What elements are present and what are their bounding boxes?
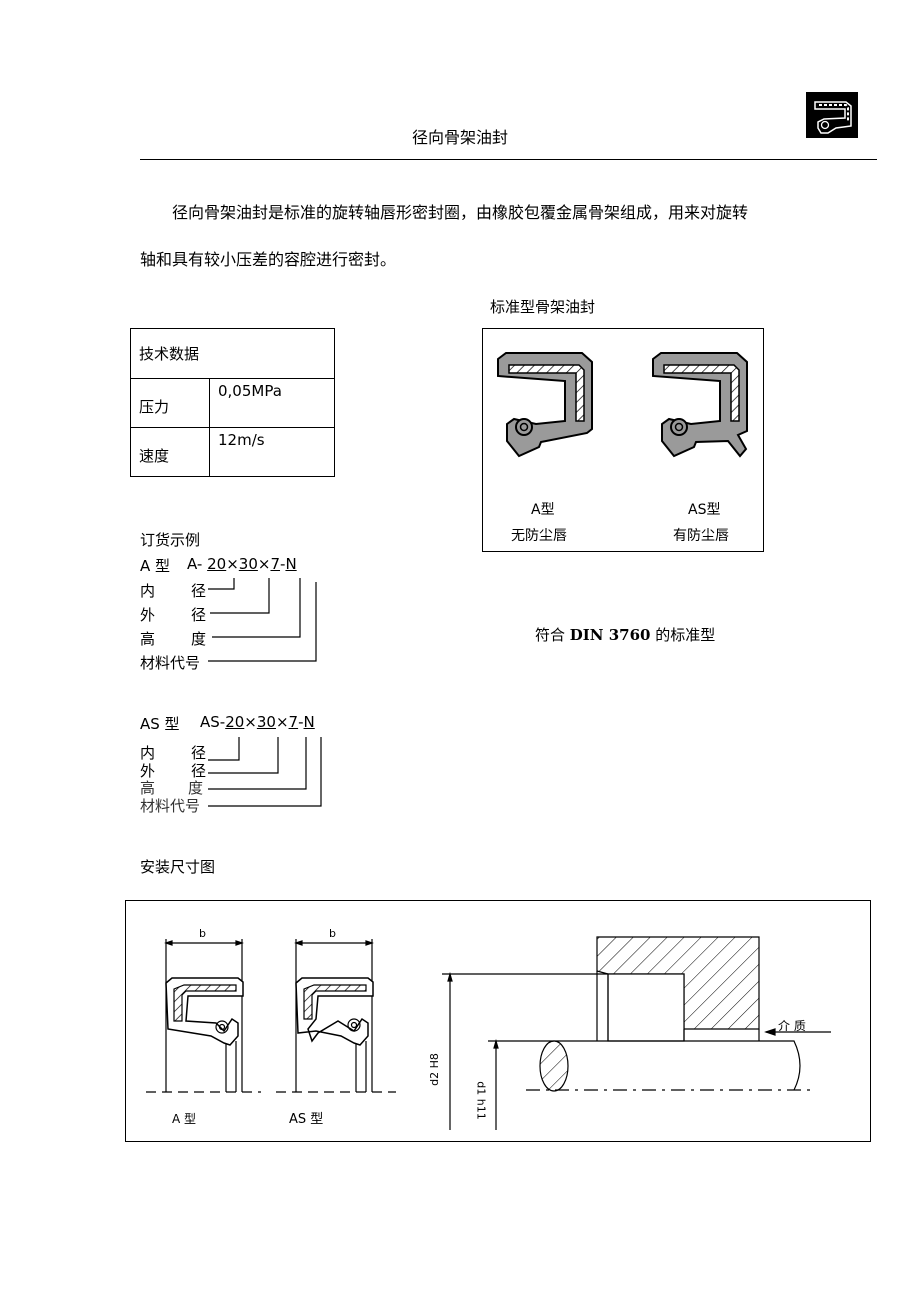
label-material-code: 材料代号 xyxy=(140,797,201,815)
dim-d1-label: d1 h11 xyxy=(474,1081,488,1120)
page-title: 径向骨架油封 xyxy=(411,128,508,147)
seal-a-desc: 无防尘唇 xyxy=(511,528,567,544)
order-as-code: AS-20×30×7-N xyxy=(200,713,315,731)
install-seal-a xyxy=(146,939,261,1093)
code-dash: - xyxy=(280,555,286,573)
code-times: × xyxy=(226,555,239,573)
label-outer: 外 xyxy=(140,762,156,780)
order-as-type: AS 型 xyxy=(140,715,180,733)
seal-as-type-label: AS型 xyxy=(688,502,721,518)
label-high: 高 xyxy=(140,630,156,648)
order-a-code: A- 20×30×7-N xyxy=(187,555,297,573)
install-seal-as xyxy=(276,939,396,1093)
label-diameter: 径 xyxy=(191,606,207,624)
install-dimension-figure: b b A 型 AS 型 d2 H8 d1 h11 介 质 xyxy=(125,900,871,1142)
label-diameter: 径 xyxy=(191,762,207,780)
label-diameter: 径 xyxy=(191,582,207,600)
code-outer-diameter: 30 xyxy=(256,713,276,731)
seal-as-drawing xyxy=(652,352,748,458)
intro-line-2: 轴和具有较小压差的容腔进行密封。 xyxy=(140,250,397,269)
order-leader-lines xyxy=(208,578,322,807)
din-caption: 符合 DIN 3760 的标准型 xyxy=(535,624,715,645)
code-material: N xyxy=(285,555,297,573)
code-times: × xyxy=(257,555,271,573)
tech-data-table: 技术数据 压力 0,05MPa 速度 12m/s xyxy=(130,328,335,477)
code-prefix: AS- xyxy=(200,713,226,731)
code-inner-diameter: 20 xyxy=(207,555,227,573)
header-divider xyxy=(140,159,877,160)
install-label-as: AS 型 xyxy=(289,1112,324,1127)
code-inner-diameter: 20 xyxy=(225,713,245,731)
code-times: × xyxy=(244,713,257,731)
seal-a-type-label: A型 xyxy=(531,502,555,518)
caption-text: 符合 xyxy=(535,626,570,644)
order-a-type: A 型 xyxy=(140,557,171,575)
code-times: × xyxy=(275,713,289,731)
label-outer: 外 xyxy=(140,606,156,624)
dim-b-as: b xyxy=(329,927,336,940)
code-dash: - xyxy=(298,713,304,731)
medium-label: 介 质 xyxy=(778,1019,806,1033)
dim-b-a: b xyxy=(199,927,206,940)
code-material: N xyxy=(303,713,315,731)
label-degree: 度 xyxy=(188,779,204,797)
label-inner: 内 xyxy=(140,744,156,762)
install-label-a: A 型 xyxy=(172,1112,197,1126)
caption-standard: DIN 3760 xyxy=(569,626,651,644)
code-height: 7 xyxy=(270,555,281,573)
label-diameter: 径 xyxy=(191,744,207,762)
table-row: 速度 12m/s xyxy=(130,427,335,477)
oil-seal-logo-icon xyxy=(806,92,858,138)
label-degree: 度 xyxy=(191,630,207,648)
label-material-code: 材料代号 xyxy=(140,654,201,672)
seal-a-drawing xyxy=(497,352,593,458)
label-inner: 内 xyxy=(140,582,156,600)
code-height: 7 xyxy=(288,713,299,731)
caption-text: 的标准型 xyxy=(650,626,716,644)
code-outer-diameter: 30 xyxy=(238,555,258,573)
install-housing-shaft xyxy=(442,936,831,1130)
seal-as-desc: 有防尘唇 xyxy=(673,528,729,544)
code-prefix: A- xyxy=(187,555,208,573)
speed-value: 12m/s xyxy=(209,427,335,477)
standard-figure-title: 标准型骨架油封 xyxy=(490,298,596,316)
intro-line-1: 径向骨架油封是标准的旋转轴唇形密封圈，由橡胶包覆金属骨架组成，用来对旋转 xyxy=(172,203,749,222)
order-example-title: 订货示例 xyxy=(140,531,201,549)
standard-seal-figure: A型 无防尘唇 AS型 有防尘唇 xyxy=(482,328,764,552)
install-title: 安装尺寸图 xyxy=(140,858,216,876)
label-high: 高 xyxy=(140,779,156,797)
dim-d2-label: d2 H8 xyxy=(427,1053,441,1086)
